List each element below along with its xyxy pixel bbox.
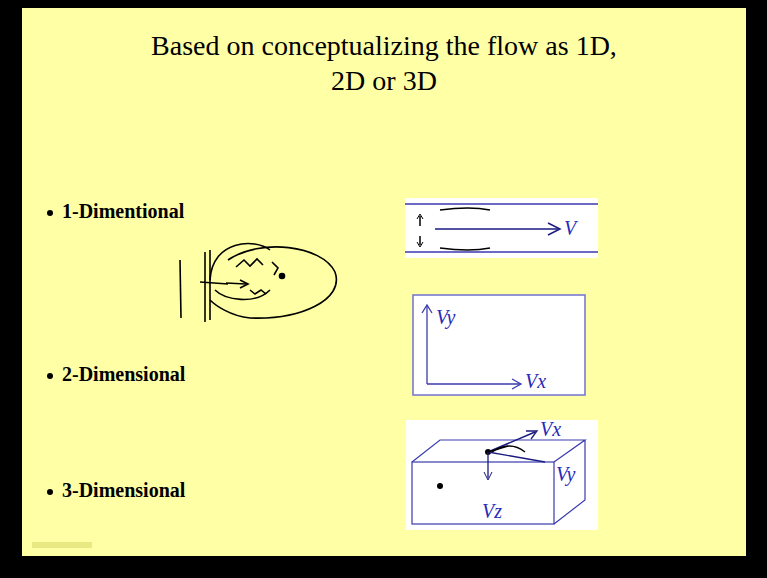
axis-label: Vy xyxy=(436,306,455,329)
bullet-dot xyxy=(47,373,53,379)
slide-title: Based on conceptualizing the flow as 1D,… xyxy=(139,28,629,98)
velocity-label: Vx xyxy=(540,418,561,441)
one-d-figure xyxy=(405,198,598,258)
axis-label: Vx xyxy=(525,370,546,393)
two-d-figure xyxy=(413,295,585,395)
bullet-text: 2-Dimensional xyxy=(62,363,185,386)
three-d-figure xyxy=(406,420,598,530)
slide-ground xyxy=(22,8,746,556)
velocity-label: Vy xyxy=(556,463,575,486)
bullet-text: 3-Dimensional xyxy=(62,479,185,502)
velocity-label: V xyxy=(564,217,576,240)
velocity-label: Vz xyxy=(482,500,502,523)
bullet-dot xyxy=(47,489,53,495)
hand-sketch xyxy=(180,244,336,322)
bullet-text: 1-Dimentional xyxy=(62,200,184,223)
nav-icons xyxy=(32,542,92,548)
bullet-dot xyxy=(47,210,53,216)
